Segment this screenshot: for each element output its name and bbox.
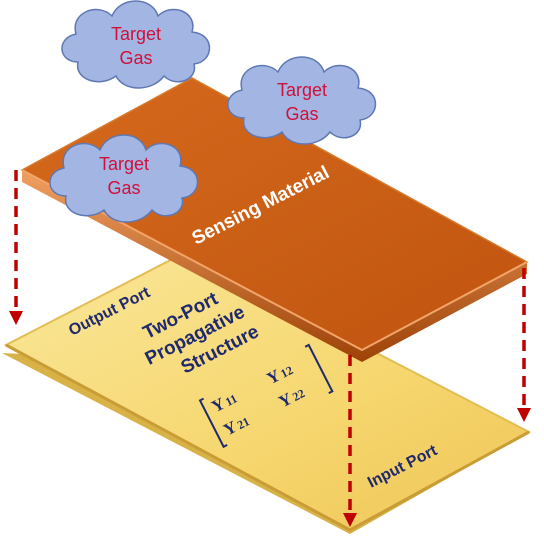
cloud-shape (61, 0, 211, 89)
cloud-3-line-1: Target (99, 154, 149, 174)
cloud-1-line-2: Gas (119, 48, 152, 68)
arrows (8, 170, 531, 527)
cloud-shape (227, 56, 377, 145)
cloud-2-line-1: Target (277, 80, 327, 100)
matrix-left-bracket (198, 397, 228, 449)
target-gas-cloud-3: Target Gas (49, 134, 199, 223)
propagative-board (2, 251, 532, 534)
cloud-1-line-1: Target (111, 24, 161, 44)
target-gas-cloud-1: Target Gas (61, 0, 211, 89)
target-gas-cloud-2: Target Gas (227, 56, 377, 145)
matrix-right-bracket (304, 343, 334, 395)
cloud-shape (49, 134, 199, 223)
sensing-material-plate (20, 77, 529, 362)
cloud-2-line-2: Gas (285, 104, 318, 124)
cloud-3-line-2: Gas (107, 178, 140, 198)
